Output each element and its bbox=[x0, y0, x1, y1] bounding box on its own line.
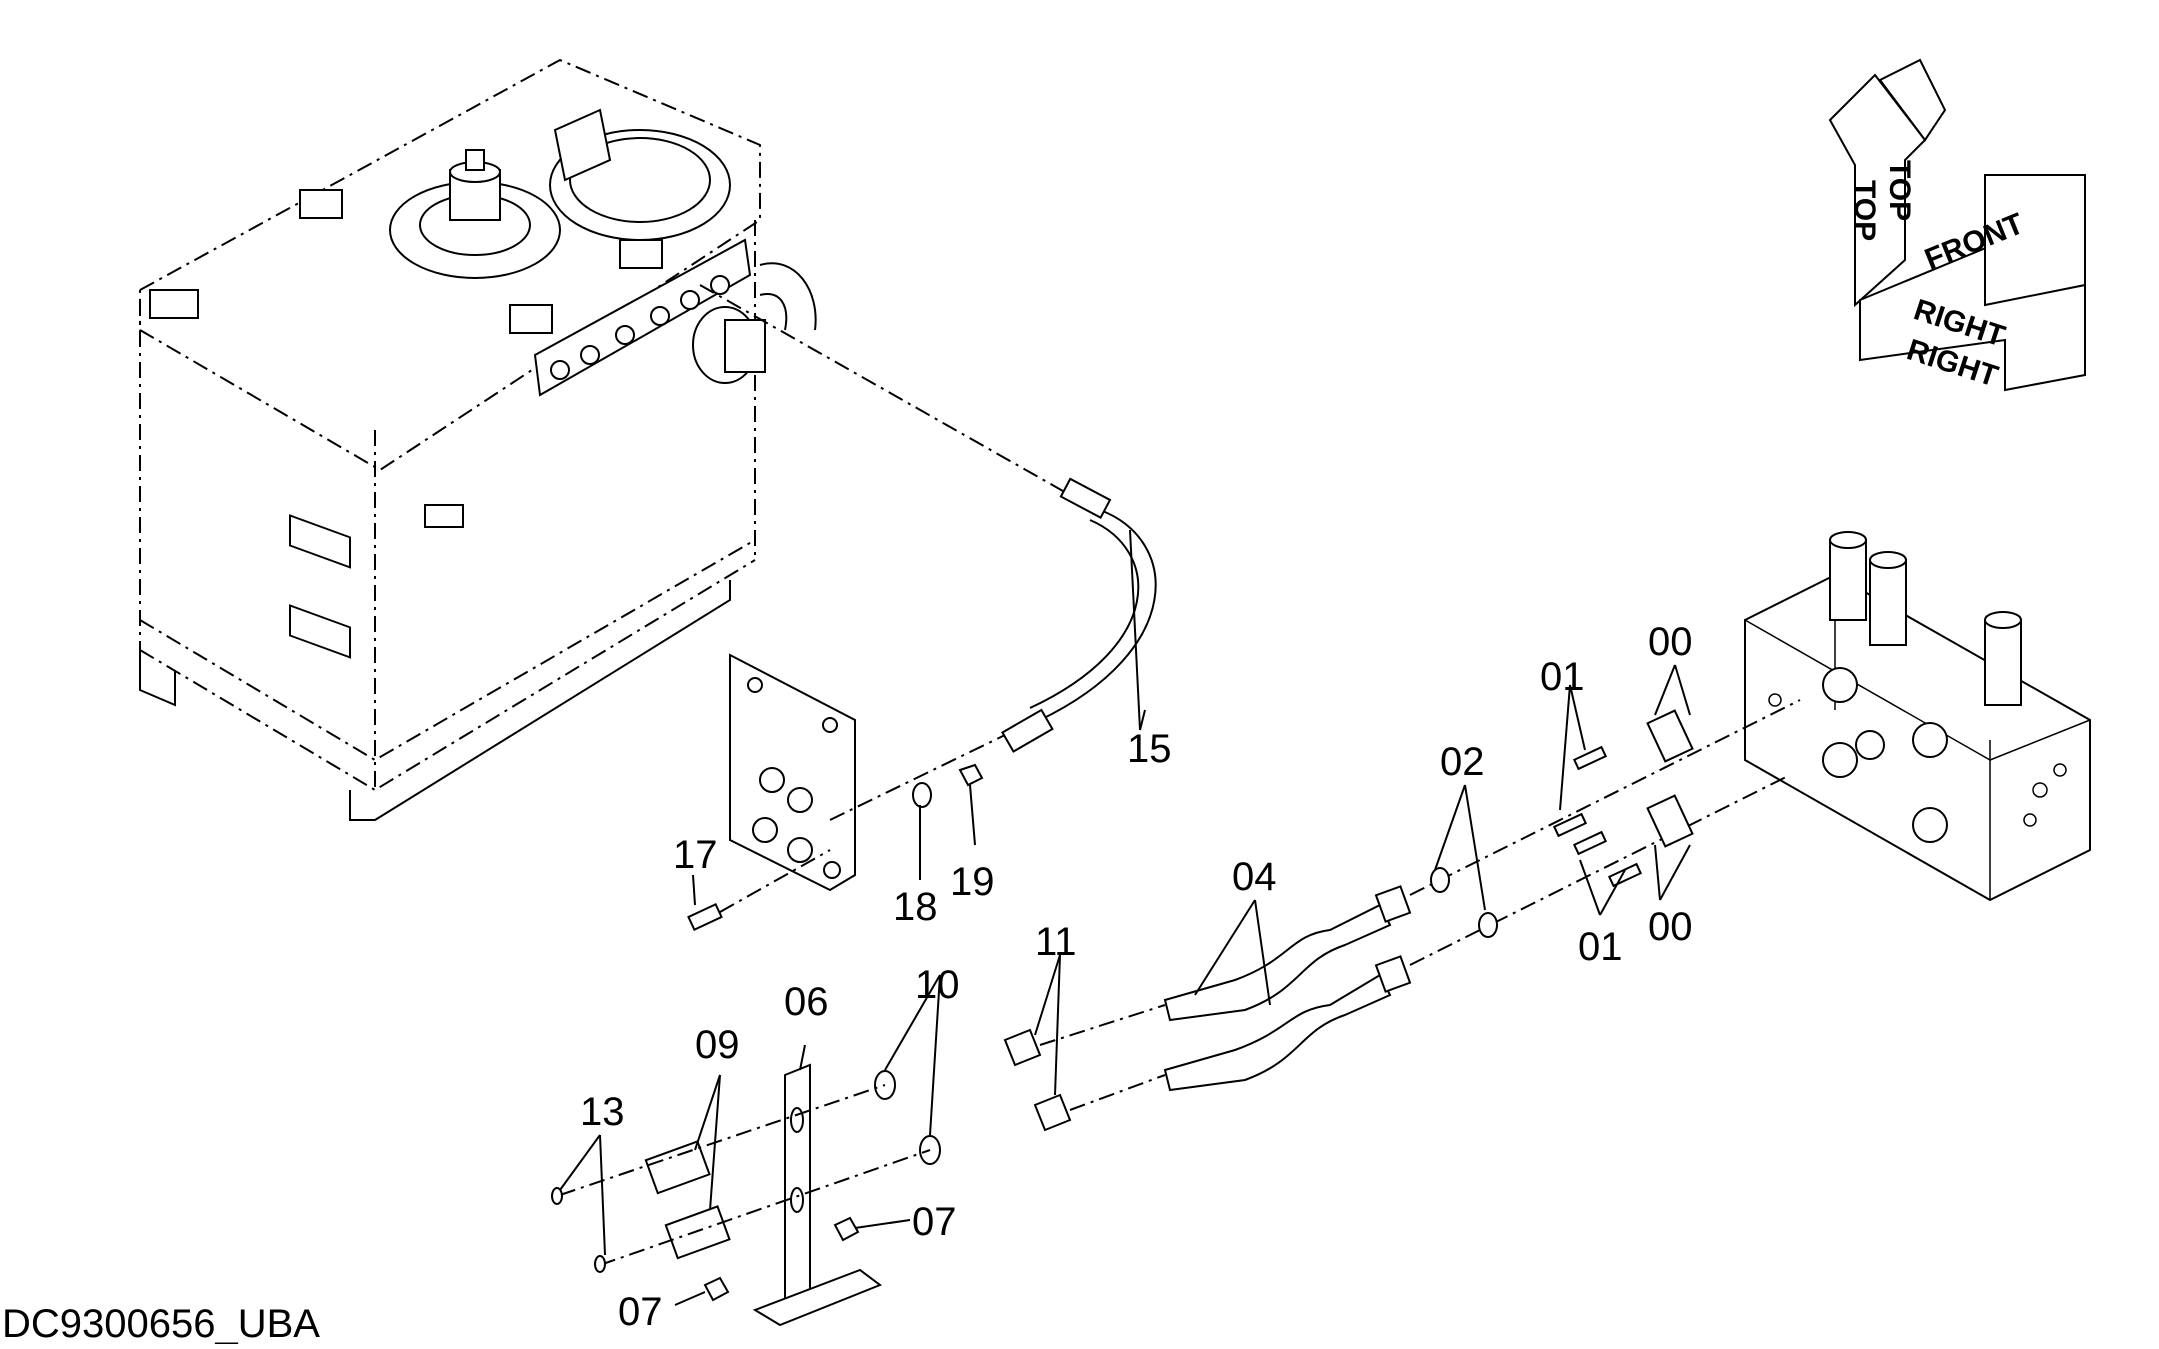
callout-10: 10 bbox=[915, 963, 960, 1007]
nuts-and-washers bbox=[874, 1004, 1166, 1165]
callout-00-lower: 00 bbox=[1648, 905, 1693, 949]
callout-18: 18 bbox=[893, 885, 938, 929]
callout-07-left: 07 bbox=[618, 1290, 663, 1334]
fitting-group-17-19 bbox=[687, 763, 984, 932]
callout-01-lower: 01 bbox=[1578, 925, 1623, 969]
callout-02: 02 bbox=[1440, 740, 1485, 784]
callout-09: 09 bbox=[695, 1023, 740, 1067]
hoses-04 bbox=[1163, 699, 1801, 1092]
bracket-06 bbox=[752, 1063, 883, 1327]
callout-04: 04 bbox=[1232, 855, 1277, 899]
hydraulic-tank bbox=[139, 58, 817, 821]
callout-13: 13 bbox=[580, 1090, 625, 1134]
hose-15 bbox=[699, 284, 1157, 821]
callout-00-upper: 00 bbox=[1648, 620, 1693, 664]
orientation-indicator: TOP TOP FRONT RIGHT RIGHT bbox=[1828, 58, 2086, 393]
callout-06: 06 bbox=[784, 980, 829, 1024]
callout-labels: 00 00 01 01 02 04 06 07 07 09 10 11 13 1… bbox=[580, 620, 1693, 1334]
orientation-top-label: TOP bbox=[1848, 180, 1881, 241]
callout-07-right: 07 bbox=[912, 1200, 957, 1244]
callout-01-upper: 01 bbox=[1540, 655, 1585, 699]
callout-15: 15 bbox=[1127, 727, 1172, 771]
callout-17: 17 bbox=[673, 833, 718, 877]
callout-19: 19 bbox=[950, 860, 995, 904]
flanges-and-bolts bbox=[1552, 709, 1694, 888]
orientation-top-label-2: TOP bbox=[1883, 160, 1916, 221]
fittings-09-13 bbox=[551, 1084, 931, 1302]
leader-lines bbox=[559, 529, 1691, 1306]
callout-11: 11 bbox=[1035, 920, 1077, 964]
mounting-plate bbox=[729, 653, 856, 892]
document-id: DC9300656_UBA bbox=[2, 1302, 320, 1344]
control-valve bbox=[1744, 531, 2091, 902]
